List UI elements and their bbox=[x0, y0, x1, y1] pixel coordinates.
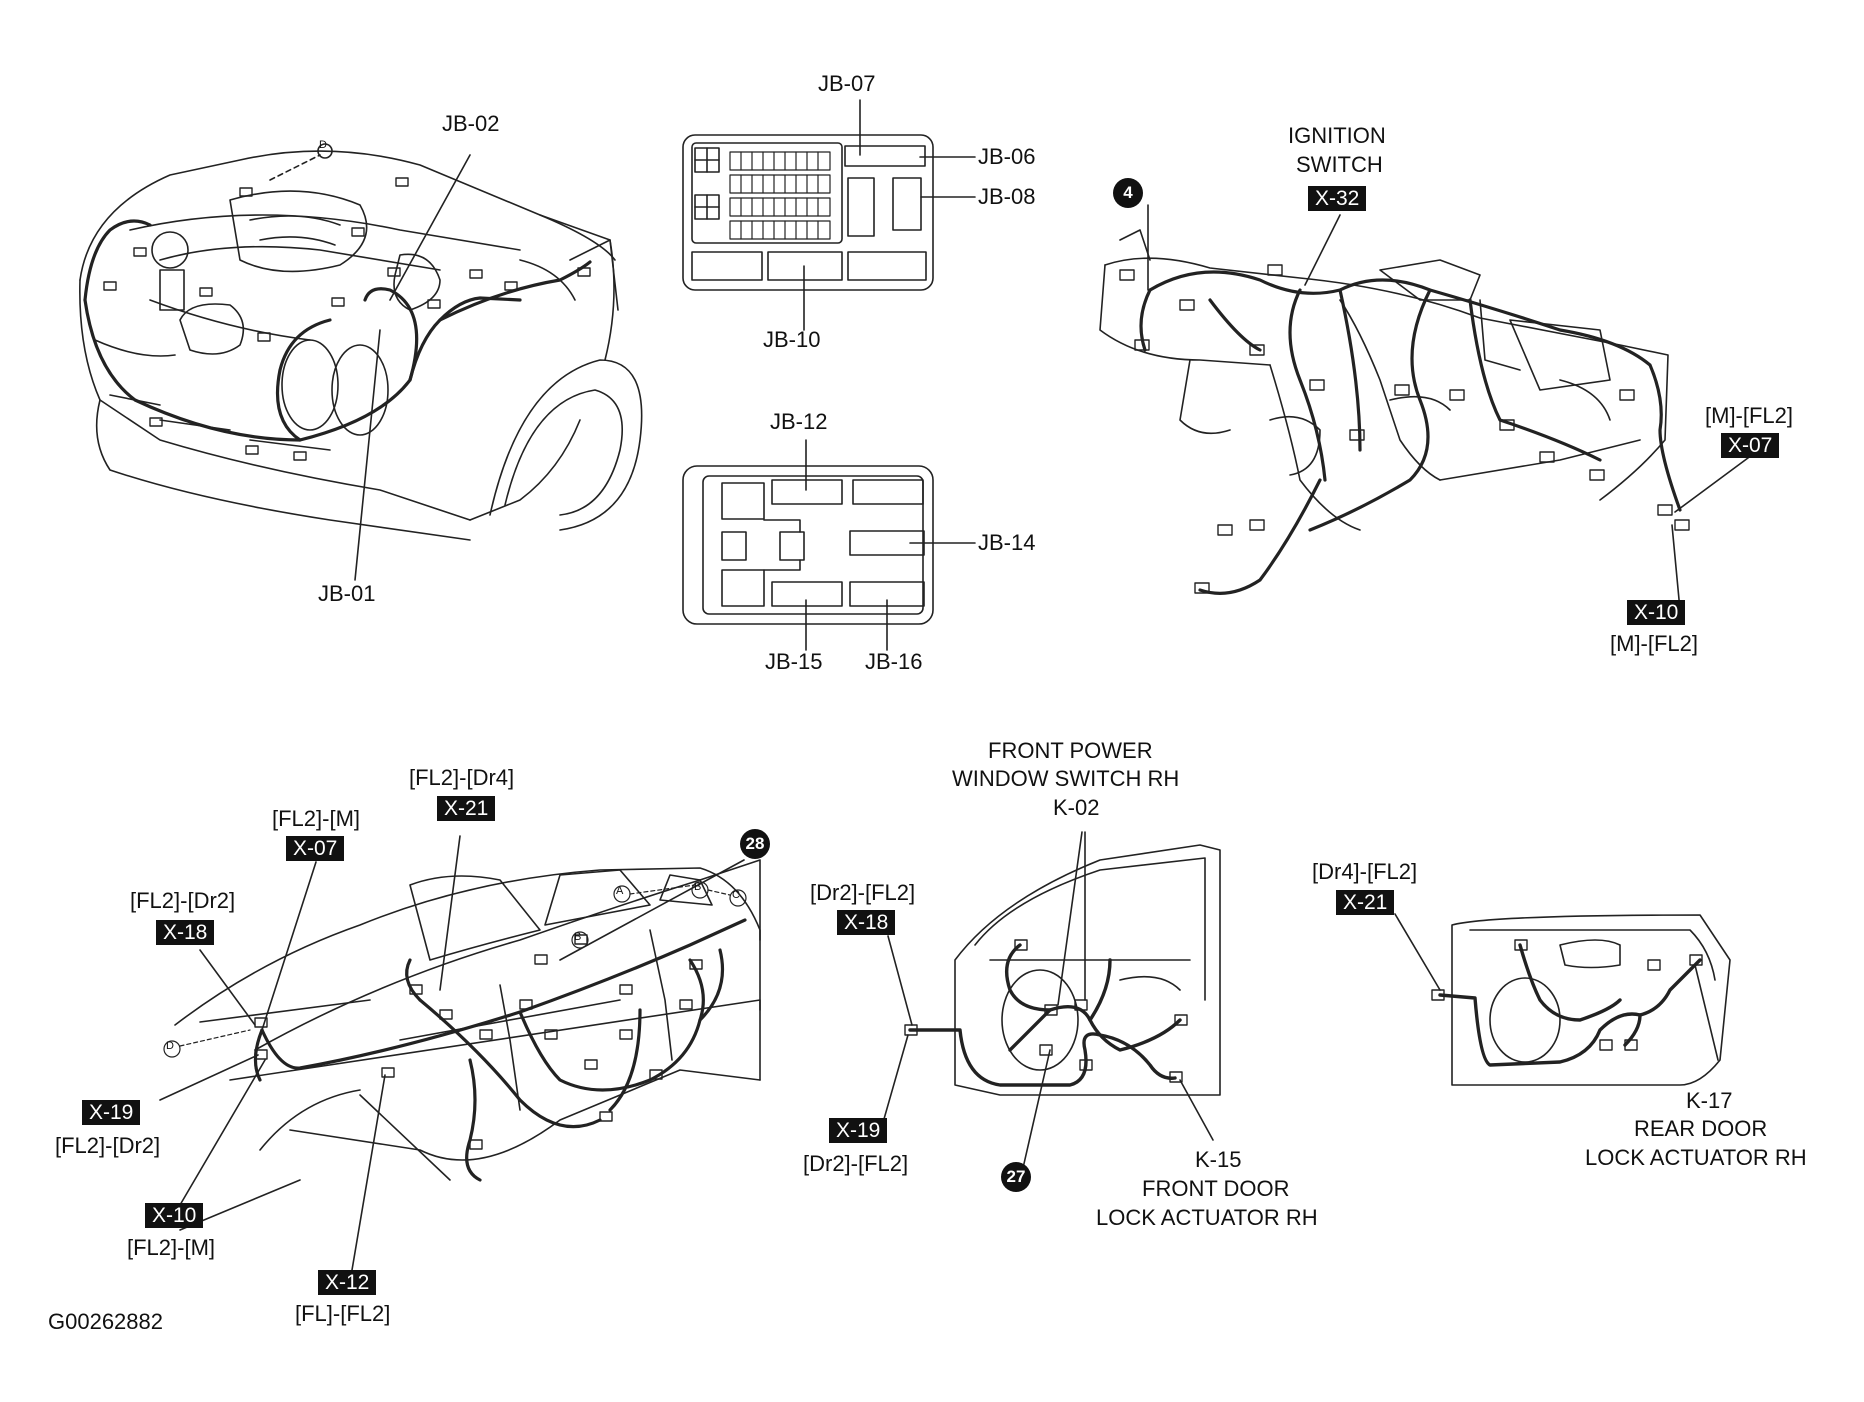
connector-tag-x18-door: X-18 bbox=[837, 910, 896, 935]
label-jb16: JB-16 bbox=[865, 649, 923, 674]
dashboard-illustration bbox=[1099, 229, 1669, 531]
junction-box-lower bbox=[682, 465, 934, 625]
callout-d-letter: D bbox=[319, 139, 327, 151]
num28-leader bbox=[559, 859, 745, 961]
body-x21-pair: [FL2]-[Dr4] bbox=[409, 765, 515, 790]
lock-actuator-title-1: FRONT DOOR bbox=[1142, 1176, 1290, 1201]
connector-tag-x10-body: X-10 bbox=[145, 1203, 204, 1228]
jb02-leader bbox=[389, 154, 471, 301]
dashboard-harness bbox=[1139, 270, 1682, 595]
rear-door-harness bbox=[1438, 943, 1702, 1067]
x21-body-leader bbox=[439, 835, 461, 991]
window-switch-title-2: WINDOW SWITCH RH bbox=[952, 766, 1180, 791]
x12-body-leader bbox=[351, 1074, 386, 1271]
rear-lock-actuator-code-k17: K-17 bbox=[1686, 1088, 1733, 1113]
callout-leader-d bbox=[269, 154, 321, 181]
body-x12-pair: [FL]-[FL2] bbox=[295, 1301, 391, 1326]
ignition-switch-title-2: SWITCH bbox=[1296, 152, 1383, 177]
x07-dash-leader bbox=[1674, 454, 1753, 513]
label-jb14: JB-14 bbox=[978, 530, 1036, 555]
connector-tag-x18-body: X-18 bbox=[156, 920, 215, 945]
x10-dash-leader bbox=[1671, 524, 1681, 611]
lock-actuator-code-k15: K-15 bbox=[1195, 1147, 1242, 1172]
body-x19-pair: [FL2]-[Dr2] bbox=[55, 1133, 161, 1158]
label-jb07: JB-07 bbox=[818, 71, 876, 96]
k15-leader bbox=[1179, 1079, 1214, 1141]
figure-id: G00262882 bbox=[48, 1309, 163, 1334]
jb01-leader bbox=[354, 329, 381, 581]
label-jb12: JB-12 bbox=[770, 409, 828, 434]
door-x18-pair: [Dr2]-[FL2] bbox=[810, 880, 916, 905]
x32-leader bbox=[1304, 214, 1341, 286]
body-x10-pair: [FL2]-[M] bbox=[127, 1235, 216, 1260]
body-x18-pair: [FL2]-[Dr2] bbox=[130, 888, 236, 913]
body-callout-d: D bbox=[166, 1040, 174, 1052]
connector-tag-x07-dash: X-07 bbox=[1721, 433, 1780, 458]
window-switch-title-1: FRONT POWER bbox=[988, 738, 1153, 763]
label-jb10: JB-10 bbox=[763, 327, 821, 352]
callout-circle-d bbox=[317, 143, 333, 159]
car-body-illustration bbox=[174, 859, 761, 1231]
k17-leader bbox=[1694, 964, 1719, 1061]
circle-number-27: 27 bbox=[1001, 1162, 1031, 1192]
junction-box-upper bbox=[682, 134, 934, 291]
x07-body-leader bbox=[261, 861, 317, 1031]
dash-x10-pair: [M]-[FL2] bbox=[1610, 631, 1699, 656]
rear-x21-pair: [Dr4]-[FL2] bbox=[1312, 859, 1418, 884]
body-x07-pair: [FL2]-[M] bbox=[272, 806, 361, 831]
front-door-connectors bbox=[904, 939, 1188, 1083]
rear-door-connectors bbox=[1431, 939, 1703, 1051]
label-jb01: JB-01 bbox=[318, 581, 376, 606]
label-jb15: JB-15 bbox=[765, 649, 823, 674]
ignition-switch-title-1: IGNITION bbox=[1288, 123, 1386, 148]
connector-tag-x07-body: X-07 bbox=[286, 836, 345, 861]
num27-leader bbox=[1022, 1049, 1051, 1169]
label-jb02: JB-02 bbox=[442, 111, 500, 136]
dashboard-connectors bbox=[1119, 264, 1690, 594]
x18-body-leader bbox=[199, 949, 256, 1026]
dash-x07-pair: [M]-[FL2] bbox=[1705, 403, 1794, 428]
rear-door-illustration bbox=[1451, 914, 1731, 1086]
front-door-harness bbox=[908, 943, 1182, 1087]
connector-tag-x21-body: X-21 bbox=[437, 796, 496, 821]
label-jb06: JB-06 bbox=[978, 144, 1036, 169]
x19-body-leader bbox=[159, 1054, 259, 1101]
connector-tag-x32: X-32 bbox=[1308, 186, 1367, 211]
rear-lock-actuator-title-1: REAR DOOR bbox=[1634, 1116, 1768, 1141]
window-switch-code-k02: K-02 bbox=[1053, 795, 1100, 820]
connector-tag-x21-rear: X-21 bbox=[1336, 890, 1395, 915]
body-callout-c: C bbox=[732, 889, 740, 901]
k02-leader bbox=[1057, 831, 1086, 1006]
connector-tag-x19-door: X-19 bbox=[829, 1118, 888, 1143]
car-body-callouts bbox=[163, 881, 747, 1058]
body-callout-a: A bbox=[616, 885, 624, 897]
lock-actuator-title-2: LOCK ACTUATOR RH bbox=[1096, 1205, 1318, 1230]
rear-lock-actuator-title-2: LOCK ACTUATOR RH bbox=[1585, 1145, 1807, 1170]
connector-tag-x10-dash: X-10 bbox=[1627, 600, 1686, 625]
x10-body-leader bbox=[179, 1059, 266, 1206]
connector-tag-x19-body: X-19 bbox=[82, 1100, 141, 1125]
door-x19-pair: [Dr2]-[FL2] bbox=[803, 1151, 909, 1176]
engine-connectors bbox=[103, 177, 591, 461]
front-door-illustration bbox=[954, 844, 1221, 1096]
label-jb08: JB-08 bbox=[978, 184, 1036, 209]
circle-number-4: 4 bbox=[1113, 178, 1143, 208]
body-callout-b-top: B bbox=[694, 881, 702, 893]
x21-rear-leader bbox=[1394, 913, 1441, 991]
car-body-connectors bbox=[254, 934, 703, 1150]
x19-door-leader bbox=[881, 1034, 909, 1127]
engine-harness bbox=[83, 219, 592, 442]
x18-door-leader bbox=[887, 935, 913, 1026]
body-callout-b: B bbox=[574, 931, 582, 943]
engine-bay-illustration bbox=[79, 150, 643, 541]
connector-tag-x12-body: X-12 bbox=[318, 1270, 377, 1295]
circle-number-28: 28 bbox=[740, 829, 770, 859]
